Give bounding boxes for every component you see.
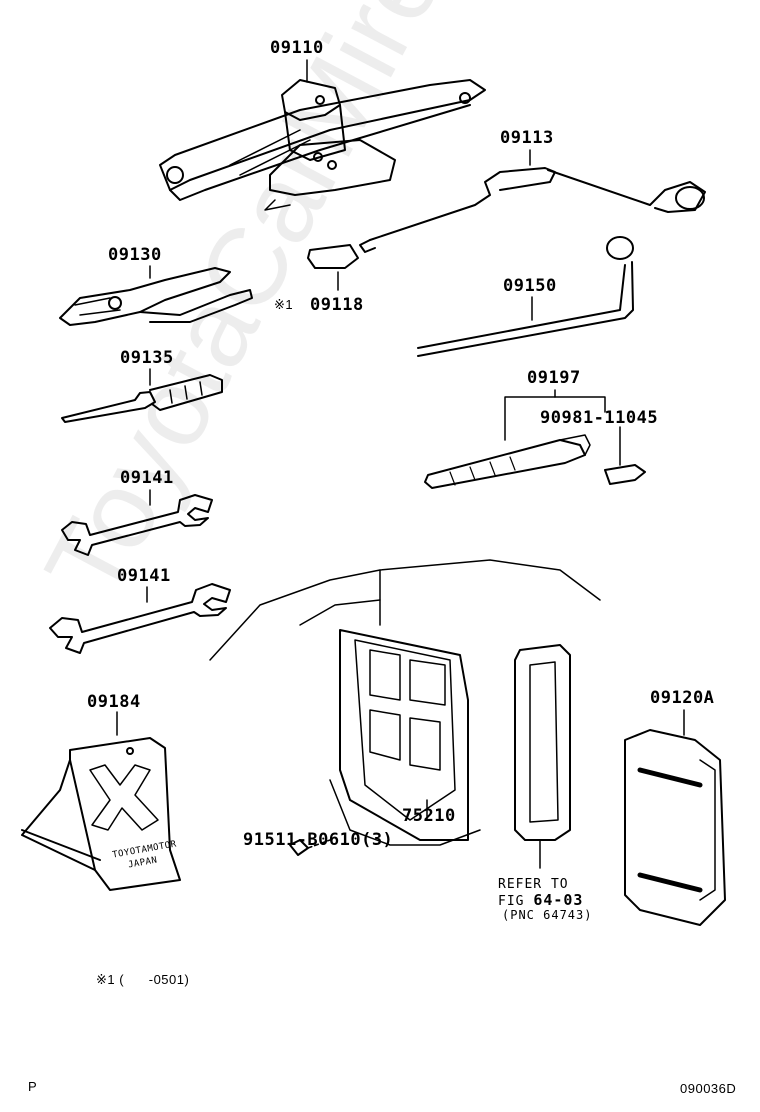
part-number-pliers[interactable]: 09130 [108, 245, 162, 265]
part-number-wheel-brace[interactable]: 09150 [503, 276, 557, 296]
footnote: ※1 ( -0501) [96, 972, 190, 987]
wrench-lower-illustration [49, 583, 231, 654]
tool-bag-illustration [624, 709, 726, 926]
part-number-tool-bag[interactable]: 09120A [650, 688, 715, 708]
refer-fig-prefix: FIG [498, 894, 525, 909]
refer-panel-illustration [514, 644, 571, 869]
figure-code: 090036D [680, 1081, 737, 1096]
part-number-jack[interactable]: 09110 [270, 38, 324, 58]
part-number-bulb[interactable]: 90981-11045 [540, 408, 659, 428]
screwdriver-illustration [61, 368, 223, 423]
part-number-screw[interactable]: 91511-B0610(3) [243, 830, 394, 850]
warning-triangle-illustration [21, 711, 181, 891]
part-number-screwdriver[interactable]: 09135 [120, 348, 174, 368]
tool-09197-illustration [424, 389, 646, 489]
jack-illustration [159, 59, 486, 211]
part-number-wrench-upper[interactable]: 09141 [120, 468, 174, 488]
tray-illustration [209, 559, 601, 856]
cap-note-marker: ※1 [274, 297, 294, 312]
part-number-cap[interactable]: 09118 [310, 295, 364, 315]
part-number-tray[interactable]: 75210 [402, 806, 456, 826]
pliers-illustration [59, 265, 253, 326]
wrench-upper-illustration [61, 489, 213, 556]
cap-illustration [307, 244, 359, 291]
part-number-towing-tool[interactable]: 09197 [527, 368, 581, 388]
refer-line2: FIG 64-03 [498, 893, 583, 909]
refer-fig-link[interactable]: 64-03 [533, 891, 584, 909]
refer-line1: REFER TO [498, 877, 569, 892]
wheel-brace-illustration [417, 236, 634, 357]
refer-pnc: (PNC 64743) [502, 908, 593, 922]
part-number-wrench-lower[interactable]: 09141 [117, 566, 171, 586]
part-number-jack-handle[interactable]: 09113 [500, 128, 554, 148]
corner-left-mark: P [28, 1079, 38, 1094]
jack-handle-illustration [359, 149, 706, 253]
part-number-triangle[interactable]: 09184 [87, 692, 141, 712]
